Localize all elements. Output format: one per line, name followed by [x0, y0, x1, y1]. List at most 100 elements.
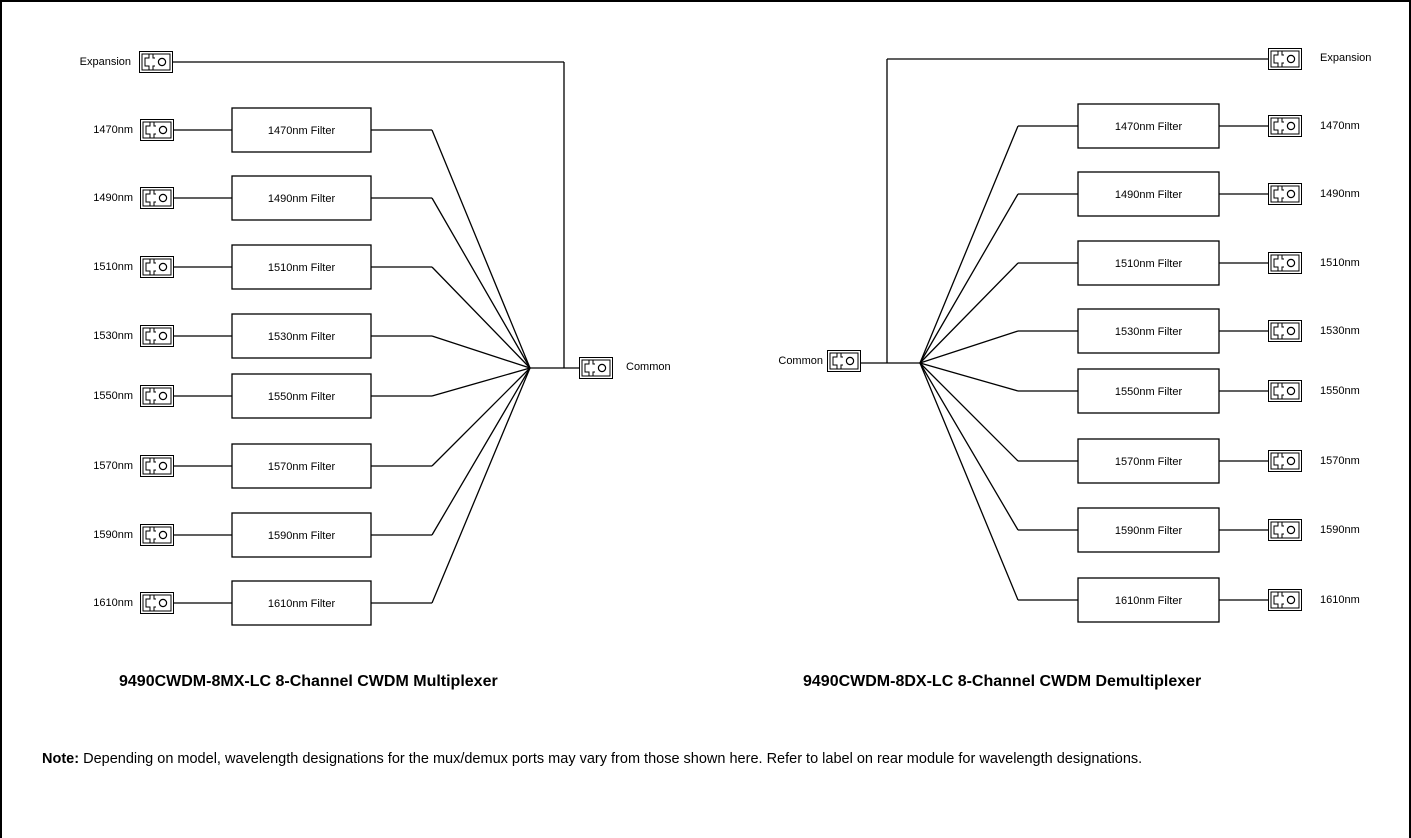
filter-box: [231, 107, 372, 153]
channel-connector: [1268, 589, 1302, 611]
channel-connector: [1268, 450, 1302, 472]
filter-label: 1590nm Filter: [1115, 525, 1183, 537]
filter-label: 1570nm Filter: [268, 461, 336, 473]
filter: 1610nm Filter: [1077, 577, 1220, 623]
channel-connector: [140, 455, 174, 477]
filter-label: 1470nm Filter: [268, 125, 336, 137]
channel-connector: [140, 385, 174, 407]
filter-box: [1077, 507, 1220, 553]
channel-connector: [140, 592, 174, 614]
filter-label: 1610nm Filter: [268, 598, 336, 610]
channel-port-label: 1590nm: [1320, 524, 1360, 536]
channel-port-label: 1530nm: [1320, 325, 1360, 337]
filter-box: [1077, 308, 1220, 354]
fan-in-line: [431, 367, 531, 397]
filter-label: 1610nm Filter: [1115, 595, 1183, 607]
channel-connector: [140, 187, 174, 209]
channel-port-label: 1490nm: [1320, 188, 1360, 200]
fan-in-line: [431, 367, 531, 536]
fan-in-line: [431, 266, 531, 369]
demux-channel: 1590nm Filter 1590nm: [919, 362, 1360, 553]
fan-out-line: [919, 125, 1019, 364]
demux-channel: 1570nm Filter 1570nm: [919, 362, 1360, 484]
channel-connector: [140, 524, 174, 546]
note-text: Depending on model, wavelength designati…: [79, 751, 1143, 767]
fan-out-line: [919, 362, 1019, 531]
filter: 1490nm Filter: [231, 175, 372, 221]
expansion-port-label: Expansion: [1320, 52, 1371, 64]
mux-caption: 9490CWDM-8MX-LC 8-Channel CWDM Multiplex…: [119, 673, 498, 690]
channel-connector: [140, 325, 174, 347]
filter: 1530nm Filter: [1077, 308, 1220, 354]
filter-label: 1570nm Filter: [1115, 456, 1183, 468]
filter: 1550nm Filter: [231, 373, 372, 419]
filter-box: [231, 175, 372, 221]
channel-connector: [1268, 252, 1302, 274]
demux-channel: 1530nm Filter 1530nm: [919, 308, 1360, 364]
filter-label: 1550nm Filter: [268, 391, 336, 403]
note-paragraph: Note: Depending on model, wavelength des…: [42, 749, 1387, 770]
mux-channel: 1590nm 1590nm Filter: [93, 367, 531, 558]
filter-box: [231, 512, 372, 558]
common-connector: [579, 357, 613, 379]
filter: 1570nm Filter: [231, 443, 372, 489]
filter-label: 1590nm Filter: [268, 530, 336, 542]
filter: 1590nm Filter: [231, 512, 372, 558]
filter-box: [231, 443, 372, 489]
channel-port-label: 1570nm: [93, 460, 133, 472]
fan-out-line: [919, 362, 1019, 392]
channel-connector: [1268, 380, 1302, 402]
filter-box: [231, 580, 372, 626]
filter-label: 1490nm Filter: [268, 193, 336, 205]
filter-box: [1077, 171, 1220, 217]
expansion-port-label: Expansion: [80, 56, 131, 68]
channel-port-label: 1570nm: [1320, 455, 1360, 467]
demux-channel: 1490nm Filter 1490nm: [919, 171, 1360, 364]
mux-channel: 1570nm 1570nm Filter: [93, 367, 531, 489]
fan-in-line: [431, 367, 531, 604]
mux-channel: 1490nm 1490nm Filter: [93, 175, 531, 369]
filter: 1510nm Filter: [1077, 240, 1220, 286]
channel-port-label: 1550nm: [93, 390, 133, 402]
channel-port-label: 1590nm: [93, 529, 133, 541]
channel-connector: [140, 119, 174, 141]
channel-port-label: 1610nm: [1320, 594, 1360, 606]
fan-out-line: [919, 362, 1019, 462]
filter: 1470nm Filter: [231, 107, 372, 153]
demux-channel: 1510nm Filter 1510nm: [919, 240, 1360, 364]
channel-connector: [140, 256, 174, 278]
channel-port-label: 1510nm: [1320, 257, 1360, 269]
filter: 1490nm Filter: [1077, 171, 1220, 217]
common-port-label: Common: [626, 361, 671, 373]
filter-box: [1077, 438, 1220, 484]
filter-label: 1530nm Filter: [1115, 326, 1183, 338]
filter-box: [1077, 368, 1220, 414]
fan-in-line: [431, 197, 531, 369]
filter-box: [1077, 103, 1220, 149]
demux-channel: 1610nm Filter 1610nm: [919, 362, 1360, 623]
mux-channel: 1510nm 1510nm Filter: [93, 244, 531, 369]
common-connector: [827, 350, 861, 372]
note-label: Note:: [42, 751, 80, 767]
channel-port-label: 1510nm: [93, 261, 133, 273]
channel-connector: [1268, 320, 1302, 342]
channel-connector: [1268, 519, 1302, 541]
filter: 1550nm Filter: [1077, 368, 1220, 414]
filter-box: [1077, 240, 1220, 286]
filter: 1610nm Filter: [231, 580, 372, 626]
filter: 1510nm Filter: [231, 244, 372, 290]
filter-label: 1510nm Filter: [1115, 258, 1183, 270]
expansion-connector: [1268, 48, 1302, 70]
fan-out-line: [919, 193, 1019, 364]
filter-label: 1490nm Filter: [1115, 189, 1183, 201]
fan-out-line: [919, 362, 1019, 601]
channel-port-label: 1490nm: [93, 192, 133, 204]
